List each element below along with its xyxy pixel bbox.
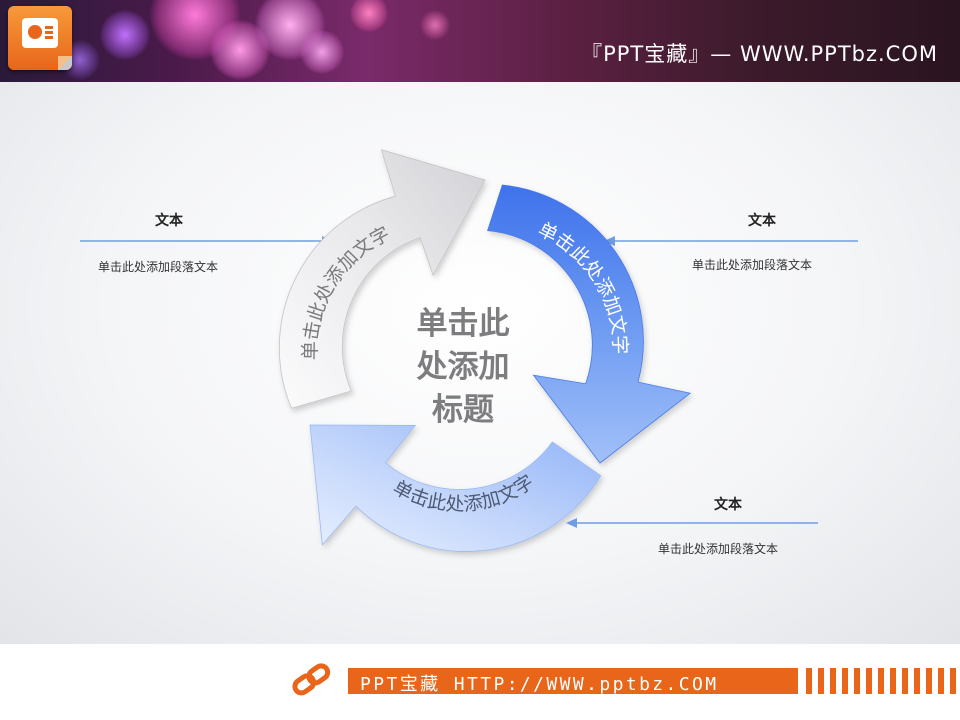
- bokeh-light: [100, 10, 150, 60]
- center-title-line: 标题: [432, 392, 494, 428]
- note-body-bottom: 单击此处添加段落文本: [658, 542, 779, 556]
- link-icon: [292, 663, 331, 696]
- center-title-line: 处添加: [416, 349, 510, 385]
- footer-bar: [348, 668, 798, 694]
- connector-arrowhead: [604, 236, 615, 246]
- center-title: 单击此 处添加 标题: [416, 306, 510, 428]
- cycle-arrows: [278, 149, 692, 552]
- footer-stripes: [806, 668, 960, 694]
- footer-url: PPT宝藏 HTTP://WWW.pptbz.COM: [360, 674, 719, 695]
- cycle-arrow-blue: [487, 184, 692, 464]
- bokeh-light: [300, 30, 344, 74]
- bokeh-light: [350, 0, 388, 32]
- brand-title: 『PPT宝藏』— WWW.PPTbz.COM: [581, 42, 938, 66]
- note-title-bottom: 文本: [714, 497, 742, 513]
- bokeh-light: [420, 10, 450, 40]
- note-title-right: 文本: [748, 213, 776, 229]
- connector-arrowhead: [566, 518, 577, 528]
- note-body-left: 单击此处添加段落文本: [98, 260, 219, 274]
- note-title-left: 文本: [155, 213, 183, 229]
- presentation-icon: [8, 6, 72, 70]
- center-title-line: 单击此: [417, 306, 510, 342]
- cycle-arrow-grey: [278, 149, 486, 409]
- connector-lines: [80, 236, 858, 528]
- cycle-arrow-light: [309, 424, 602, 552]
- header-banner: 『PPT宝藏』— WWW.PPTbz.COM: [0, 0, 960, 82]
- note-body-right: 单击此处添加段落文本: [692, 258, 813, 272]
